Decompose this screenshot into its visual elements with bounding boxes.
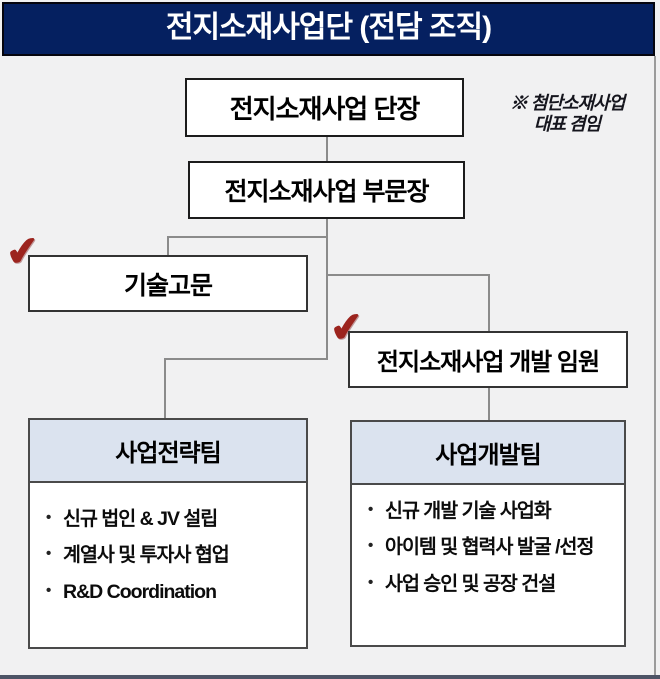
team-dev-list: 신규 개발 기술 사업화 아이템 및 협력사 발굴 /선정 사업 승인 및 공장… <box>352 485 624 597</box>
list-item: 사업 승인 및 공장 건설 <box>366 572 616 597</box>
connector-line <box>167 236 328 238</box>
list-item: 계열사 및 투자사 협업 <box>44 543 298 568</box>
list-item: 아이템 및 협력사 발굴 /선정 <box>366 535 616 560</box>
node-business-unit-head: 전지소재사업 단장 <box>185 78 464 137</box>
team-card-strategy: 사업전략팀 신규 법인 & JV 설립 계열사 및 투자사 협업 R&D Coo… <box>28 418 308 649</box>
connector-line <box>326 219 328 360</box>
team-dev-title: 사업개발팀 <box>352 422 624 485</box>
connector-line <box>488 274 490 332</box>
team-card-development: 사업개발팀 신규 개발 기술 사업화 아이템 및 협력사 발굴 /선정 사업 승… <box>350 420 626 647</box>
connector-line <box>488 388 490 421</box>
node-dev-executive: 전지소재사업 개발 임원 <box>348 331 628 388</box>
connector-line <box>164 358 166 419</box>
head-note-line1: ※ 첨단소재사업 <box>509 93 625 113</box>
frame-bottom-bar <box>0 675 660 679</box>
list-item: 신규 개발 기술 사업화 <box>366 499 616 524</box>
connector-line <box>326 274 490 276</box>
head-note-line2: 대표 겸임 <box>533 114 601 135</box>
node-tech-advisor: 기술고문 <box>28 255 308 312</box>
connector-line <box>167 236 169 256</box>
connector-line <box>326 136 328 162</box>
list-item: R&D Coordination <box>44 580 298 605</box>
head-note: ※ 첨단소재사업 대표 겸임 <box>478 93 656 135</box>
connector-line <box>164 358 328 360</box>
list-item: 신규 법인 & JV 설립 <box>44 507 298 532</box>
node-division-head: 전지소재사업 부문장 <box>188 161 465 219</box>
team-strategy-title: 사업전략팀 <box>30 420 306 483</box>
chart-title: 전지소재사업단 (전담 조직) <box>2 2 655 56</box>
team-strategy-list: 신규 법인 & JV 설립 계열사 및 투자사 협업 R&D Coordinat… <box>30 483 306 605</box>
frame-right-border <box>654 56 656 679</box>
